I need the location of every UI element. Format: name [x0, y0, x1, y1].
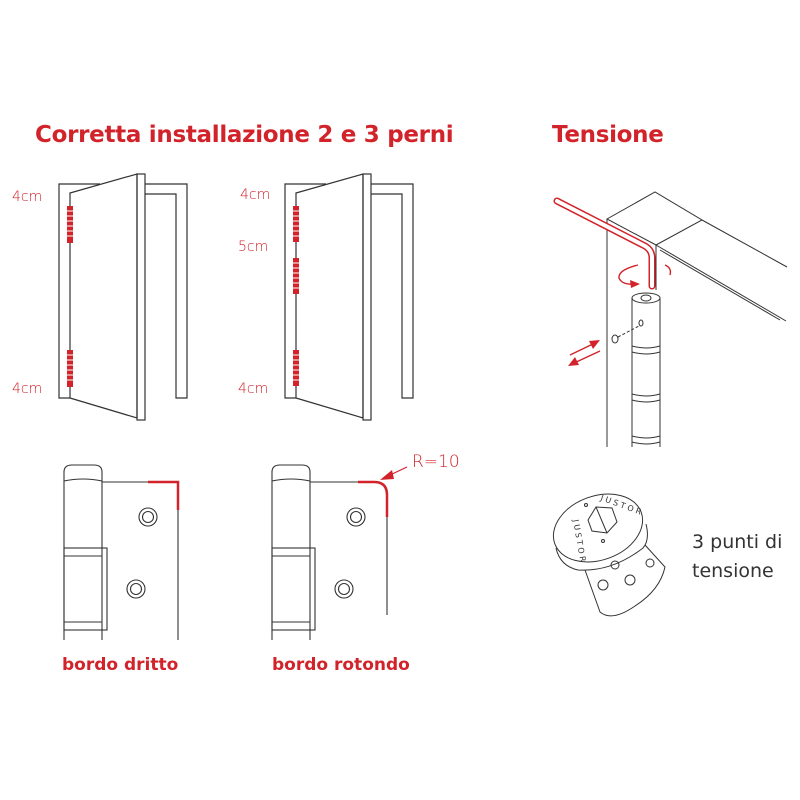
svg-text:J U S T O R: J U S T O R: [571, 518, 588, 563]
pin-marker: [67, 206, 73, 243]
radius-label: R=10: [412, 452, 460, 472]
door1-bottom-distance: 4cm: [12, 381, 43, 397]
tension-note: 3 punti di tensione: [692, 528, 782, 586]
door1-top-distance: 4cm: [12, 189, 43, 205]
pin-marker: [293, 350, 299, 386]
door-3-pins: [284, 173, 414, 421]
tension-frame: [605, 191, 788, 447]
door2-bottom-distance: 4cm: [238, 381, 269, 397]
tension-title: Tensione: [552, 122, 664, 148]
caption-straight-edge: bordo dritto: [62, 655, 179, 675]
radius-arrow: [380, 466, 408, 480]
door2-top-distance: 4cm: [240, 187, 271, 203]
install-title: Corretta installazione 2 e 3 perni: [35, 122, 454, 148]
justor-logo: J U S T O R J U S T O R: [571, 493, 643, 563]
pin-marker: [293, 258, 299, 294]
svg-text:J U S T O R: J U S T O R: [598, 493, 643, 517]
door2-middle-distance: 5cm: [238, 239, 269, 255]
caption-round-edge: bordo rotondo: [272, 655, 410, 675]
round-corner-highlight: [358, 480, 389, 517]
pin-marker: [67, 350, 73, 387]
door-2-pins: [58, 173, 188, 421]
hinge-straight-edge: [63, 464, 179, 640]
rotation-arrow-icon: [618, 264, 672, 288]
tension-cap: [552, 493, 666, 617]
pin-markers: [67, 206, 299, 387]
tension-note-line1: 3 punti di: [692, 531, 783, 553]
adjust-arrows-icon: [568, 340, 601, 366]
straight-corner-highlight: [148, 480, 180, 510]
hinge-barrel: [611, 292, 661, 447]
tension-note-line2: tensione: [692, 560, 774, 582]
allen-key-icon: [553, 197, 656, 290]
pin-marker: [293, 206, 299, 242]
hinge-round-edge: [271, 464, 388, 640]
